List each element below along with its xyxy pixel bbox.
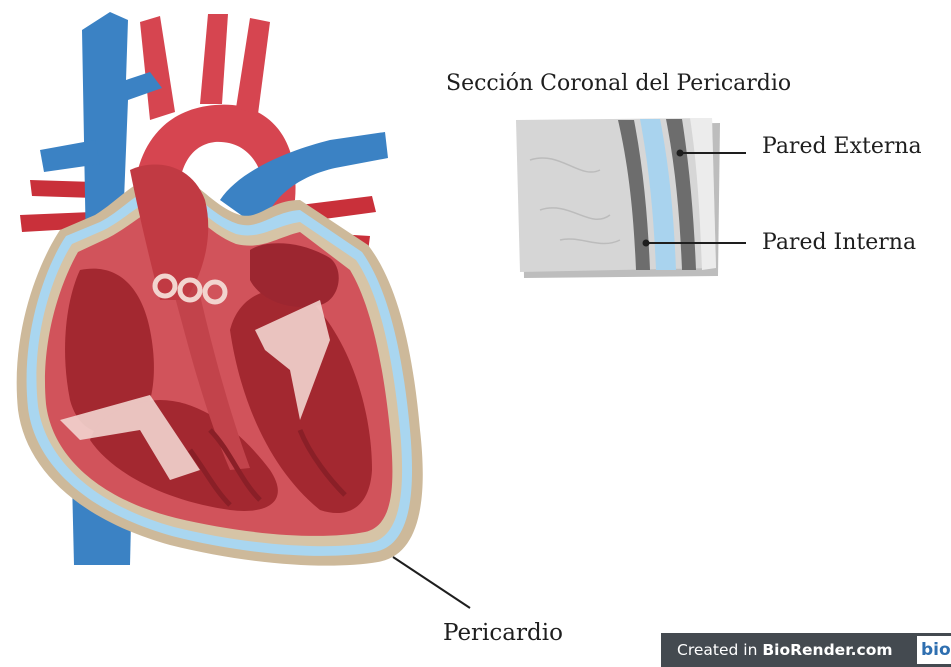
coronal-section-detail <box>516 118 746 278</box>
badge-text: Created in BioRender.com <box>661 641 893 659</box>
section-title: Sección Coronal del Pericardio <box>446 71 791 96</box>
left-subclavian-artery <box>236 18 270 114</box>
pericardium-label: Pericardio <box>443 620 563 646</box>
inner-wall-leader-dot <box>643 240 650 247</box>
biorender-badge[interactable]: Created in BioRender.com bio <box>661 633 951 667</box>
inner-wall-label: Pared Interna <box>762 230 916 255</box>
biorender-logo-icon: bio <box>917 636 951 664</box>
badge-prefix: Created in <box>677 641 762 659</box>
outer-wall-leader-dot <box>677 150 684 157</box>
badge-brand: BioRender.com <box>762 641 892 659</box>
left-carotid-artery <box>200 14 228 104</box>
brachiocephalic-artery <box>140 16 175 120</box>
pericardium-leader-line <box>393 557 470 608</box>
outer-wall-label: Pared Externa <box>762 134 922 159</box>
